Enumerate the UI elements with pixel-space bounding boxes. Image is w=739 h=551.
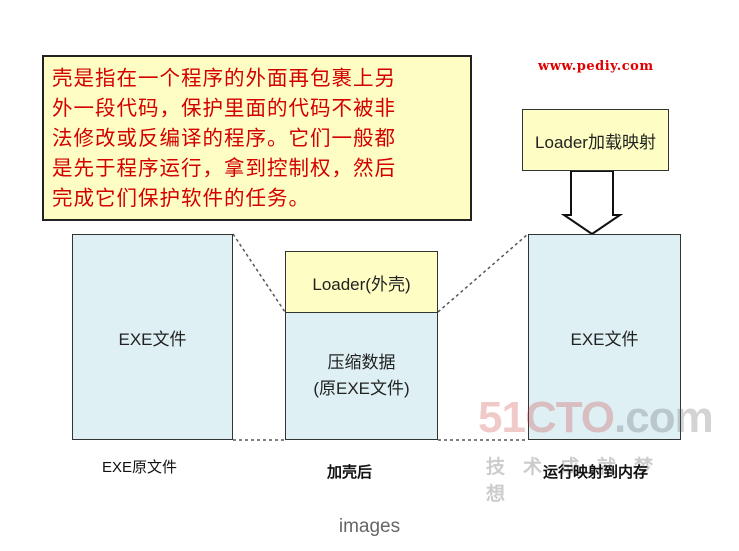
caption-original-text: EXE原文件 [102,459,178,476]
diagram-figure: 壳是指在一个程序的外面再包裹上另 外一段代码，保护里面的代码不被非 法修改或反编… [40,47,714,505]
exe-original-box: EXE文件 [72,234,233,440]
loader-shell-label: Loader(外壳) [312,275,411,294]
caption-packed-text: 加壳后 [327,464,373,481]
logo-watermark: 51CTO.com [478,393,714,443]
callout-line: 法修改或反编译的程序。它们一般都 [52,126,396,150]
callout-line: 外一段代码，保护里面的代码不被非 [52,96,396,120]
exe-running-box: EXE文件 [528,234,681,440]
down-arrow-icon [560,170,624,236]
callout-line: 完成它们保护软件的任务。 [52,186,310,210]
compressed-data-sublabel: (原EXE文件) [313,379,410,398]
callout-line: 壳是指在一个程序的外面再包裹上另 [52,66,396,90]
image-caption: images [338,516,401,537]
caption-running-text: 运行映射到内存 [543,464,649,481]
compressed-data-box: 压缩数据 (原EXE文件) [285,312,438,440]
loader-mapping-box: Loader加载映射 [522,109,669,171]
shell-definition-callout: 壳是指在一个程序的外面再包裹上另 外一段代码，保护里面的代码不被非 法修改或反编… [42,55,472,221]
loader-shell-box: Loader(外壳) [285,251,438,314]
caption-original: EXE原文件 [102,456,177,477]
diagram-connectors [232,170,624,441]
diagonal-left [232,233,286,313]
callout-line: 是先于程序运行，拿到控制权，然后 [52,156,396,180]
exe-original-label: EXE文件 [118,329,187,349]
logo-main-text: 51CTO [478,393,615,442]
caption-packed: 加壳后 [327,461,372,482]
diagonal-right [437,233,529,313]
site-watermark: www.pediy.com [538,59,654,74]
loader-mapping-label: Loader加载映射 [535,132,656,152]
exe-running-label: EXE文件 [570,329,639,349]
logo-suffix-text: .com [614,393,714,442]
caption-running: 运行映射到内存 [543,461,648,482]
compressed-data-label: 压缩数据 [327,353,396,372]
logo-slogan: 技术成就梦想 [486,456,672,505]
